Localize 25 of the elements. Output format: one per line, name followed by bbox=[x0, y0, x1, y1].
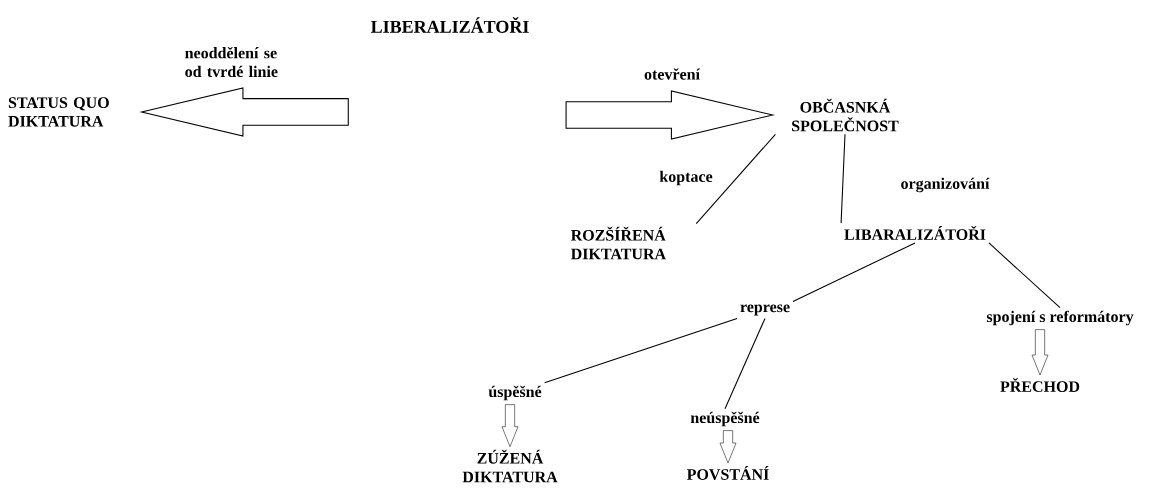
node-label: represe bbox=[740, 304, 790, 316]
node-label: POVSTÁNÍ bbox=[686, 466, 769, 480]
edge-label: neoddělení se od tvrdé linie bbox=[185, 46, 278, 78]
connector-line bbox=[544, 317, 738, 384]
block-arrow bbox=[719, 430, 737, 464]
node-label: STATUS QUO DIKTATURA bbox=[8, 97, 109, 127]
edge-label: organizování bbox=[901, 177, 990, 193]
edge-label: otevření bbox=[644, 68, 701, 80]
connector-line bbox=[988, 242, 1061, 309]
node-label: ROZŠÍŘENÁ DIKTATURA bbox=[570, 226, 666, 260]
node-label: neúspěšné bbox=[690, 411, 760, 427]
node-label: ZÚŽENÁ DIKTATURA bbox=[462, 449, 558, 483]
node-label: OBČASNKÁ SPOLEČNOST bbox=[792, 98, 899, 132]
node-label: úspěšné bbox=[488, 385, 542, 401]
node-label: PŘECHOD bbox=[1000, 377, 1080, 392]
node-label: LIBARALIZÁTOŘI bbox=[844, 226, 986, 240]
node-label: spojení s reformátory bbox=[986, 310, 1134, 326]
connector-line bbox=[695, 133, 776, 225]
connector-line bbox=[840, 133, 846, 224]
title: LIBERALIZÁTOŘI bbox=[370, 17, 529, 33]
connector-line bbox=[792, 242, 916, 303]
edge-label: koptace bbox=[659, 170, 713, 186]
connector-line bbox=[724, 317, 766, 410]
block-arrow bbox=[1031, 329, 1049, 376]
block-arrow bbox=[501, 404, 519, 447]
